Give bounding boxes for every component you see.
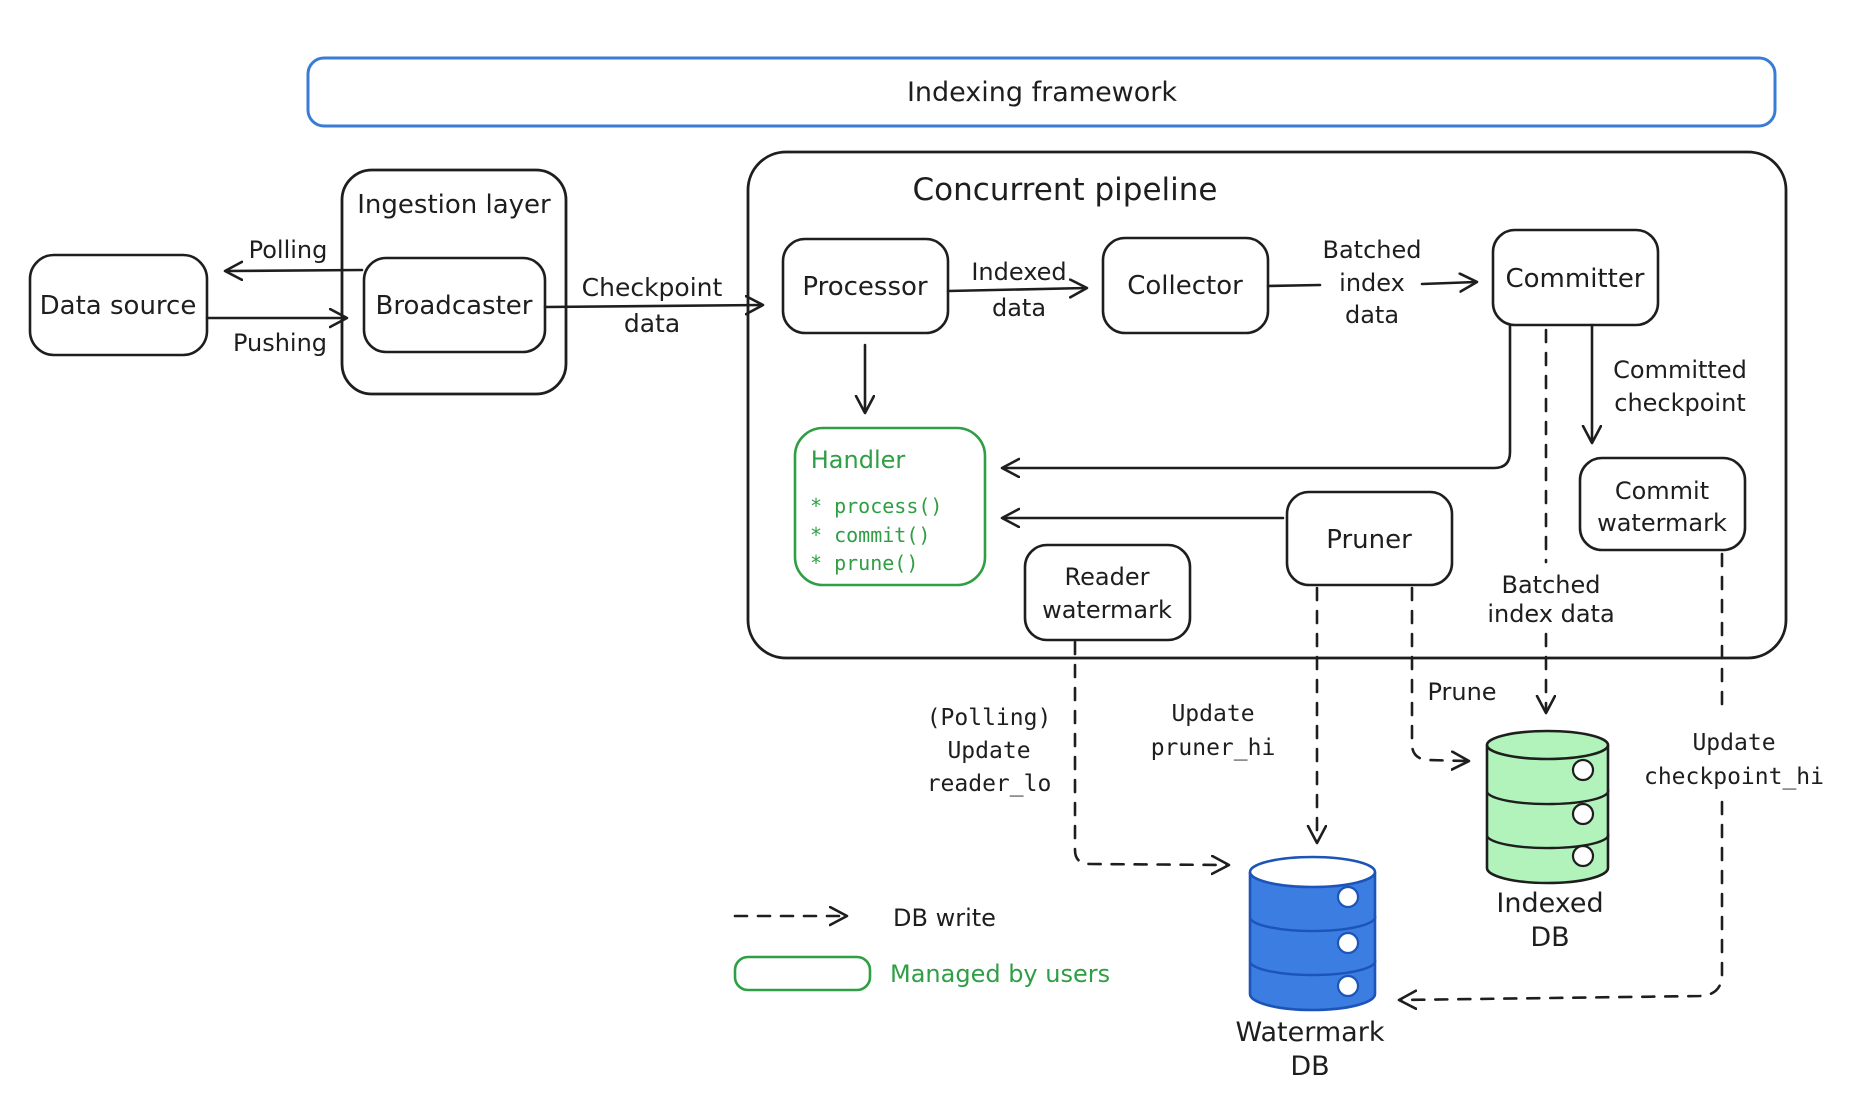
pruner-label: Pruner bbox=[1326, 525, 1412, 555]
batched-bottom-label-1: Batched bbox=[1502, 571, 1601, 599]
pushing-arrow: Pushing bbox=[205, 318, 346, 357]
watermark-db-dot bbox=[1336, 885, 1360, 909]
legend-db-write: DB write bbox=[733, 904, 996, 932]
batched-index-data-arrow: Batched index data bbox=[1266, 236, 1476, 329]
reader-watermark-label-1: Reader bbox=[1065, 563, 1150, 591]
prune-label: Prune bbox=[1427, 678, 1496, 706]
processor-label: Processor bbox=[802, 272, 928, 302]
checkpoint-data-arrow: Checkpoint data bbox=[543, 273, 762, 338]
indexed-db-dot bbox=[1571, 802, 1595, 826]
concurrent-pipeline-title: Concurrent pipeline bbox=[913, 172, 1218, 208]
watermark-db-label-2: DB bbox=[1290, 1051, 1329, 1082]
watermark-db-band bbox=[1248, 959, 1377, 977]
batched-top-label-3: data bbox=[1345, 301, 1399, 329]
legend-db-write-label: DB write bbox=[893, 904, 996, 932]
batched-top-label-1: Batched bbox=[1323, 236, 1422, 264]
indexed-db-label-2: DB bbox=[1530, 922, 1569, 953]
watermark-db-label-1: Watermark bbox=[1236, 1017, 1385, 1048]
checkpoint-data-label-1: Checkpoint bbox=[582, 273, 723, 302]
indexed-db: Indexed DB bbox=[1485, 729, 1610, 953]
batched-top-label-2: index bbox=[1339, 269, 1405, 297]
update-pruner-hi-arrow: Update pruner_hi bbox=[1151, 586, 1317, 842]
handler-method-process: * process() bbox=[810, 494, 942, 518]
committed-checkpoint-label-1: Committed bbox=[1613, 356, 1747, 384]
handler-method-prune: * prune() bbox=[810, 551, 918, 575]
collector-node: Collector bbox=[1101, 236, 1270, 335]
handler-node: Handler * process() * commit() * prune() bbox=[793, 426, 987, 587]
commit-watermark-label-2: watermark bbox=[1597, 509, 1727, 537]
update-checkpoint-label-2: checkpoint_hi bbox=[1644, 764, 1824, 790]
handler-method-commit: * commit() bbox=[810, 523, 930, 547]
reader-watermark-label-2: watermark bbox=[1042, 596, 1172, 624]
update-pruner-label-1: Update bbox=[1171, 701, 1254, 727]
indexed-data-label-1: Indexed bbox=[971, 258, 1066, 286]
indexed-db-band bbox=[1485, 833, 1610, 850]
update-reader-label-3: reader_lo bbox=[927, 771, 1052, 797]
update-reader-lo-arrow: (Polling) Update reader_lo bbox=[927, 640, 1228, 865]
pruner-node: Pruner bbox=[1285, 490, 1454, 587]
indexed-db-dot bbox=[1571, 758, 1595, 782]
indexed-db-label-1: Indexed bbox=[1496, 888, 1603, 919]
watermark-db-band bbox=[1248, 915, 1377, 933]
polling-label: Polling bbox=[249, 236, 328, 264]
update-reader-label-2: Update bbox=[947, 738, 1030, 764]
handler-title: Handler bbox=[811, 446, 906, 474]
watermark-db-dot bbox=[1336, 974, 1360, 998]
prune-arrow: Prune bbox=[1410, 586, 1497, 761]
ingestion-layer-title: Ingestion layer bbox=[357, 190, 551, 220]
watermark-db: Watermark DB bbox=[1236, 855, 1385, 1082]
indexed-db-top bbox=[1485, 729, 1610, 761]
broadcaster-node: Broadcaster bbox=[362, 256, 547, 354]
indexing-framework-frame: Indexing framework bbox=[306, 56, 1777, 128]
update-checkpoint-hi-arrow: Update checkpoint_hi bbox=[1400, 552, 1824, 1000]
legend-managed-by-users: Managed by users bbox=[733, 955, 1110, 992]
update-pruner-label-2: pruner_hi bbox=[1151, 735, 1276, 761]
pushing-label: Pushing bbox=[233, 329, 327, 357]
commit-watermark-node: Commit watermark bbox=[1578, 456, 1747, 552]
indexed-db-dot bbox=[1571, 844, 1595, 868]
indexed-data-label-2: data bbox=[992, 294, 1046, 322]
indexing-framework-title: Indexing framework bbox=[907, 77, 1177, 108]
commit-watermark-label-1: Commit bbox=[1615, 477, 1709, 505]
indexed-data-arrow: Indexed data bbox=[946, 258, 1086, 322]
processor-node: Processor bbox=[781, 237, 950, 335]
committer-label: Committer bbox=[1505, 264, 1644, 294]
committer-to-handler-arrow bbox=[1003, 323, 1512, 468]
collector-label: Collector bbox=[1127, 271, 1243, 301]
checkpoint-data-label-2: data bbox=[624, 309, 680, 338]
data-source-node: Data source bbox=[28, 253, 209, 357]
update-reader-label-1: (Polling) bbox=[927, 705, 1052, 731]
watermark-db-top bbox=[1248, 855, 1377, 889]
data-source-label: Data source bbox=[40, 291, 197, 321]
committed-checkpoint-label-2: checkpoint bbox=[1614, 389, 1745, 417]
legend-managed-by-users-label: Managed by users bbox=[890, 960, 1110, 988]
batched-bottom-label-2: index data bbox=[1487, 600, 1614, 628]
polling-arrow: Polling bbox=[226, 236, 364, 271]
committer-node: Committer bbox=[1491, 228, 1660, 327]
committed-checkpoint-arrow: Committed checkpoint bbox=[1592, 323, 1747, 442]
concurrent-pipeline-group: Concurrent pipeline Processor Collector … bbox=[746, 150, 1788, 660]
update-checkpoint-label-1: Update bbox=[1692, 730, 1775, 756]
broadcaster-label: Broadcaster bbox=[376, 291, 533, 321]
indexed-db-band bbox=[1485, 789, 1610, 806]
ingestion-layer-group: Ingestion layer Broadcaster bbox=[340, 168, 568, 396]
batched-index-to-db-arrow: Batched index data bbox=[1487, 328, 1615, 712]
watermark-db-dot bbox=[1336, 931, 1360, 955]
legend: DB write Managed by users bbox=[733, 904, 1110, 992]
reader-watermark-node: Reader watermark bbox=[1023, 543, 1192, 642]
